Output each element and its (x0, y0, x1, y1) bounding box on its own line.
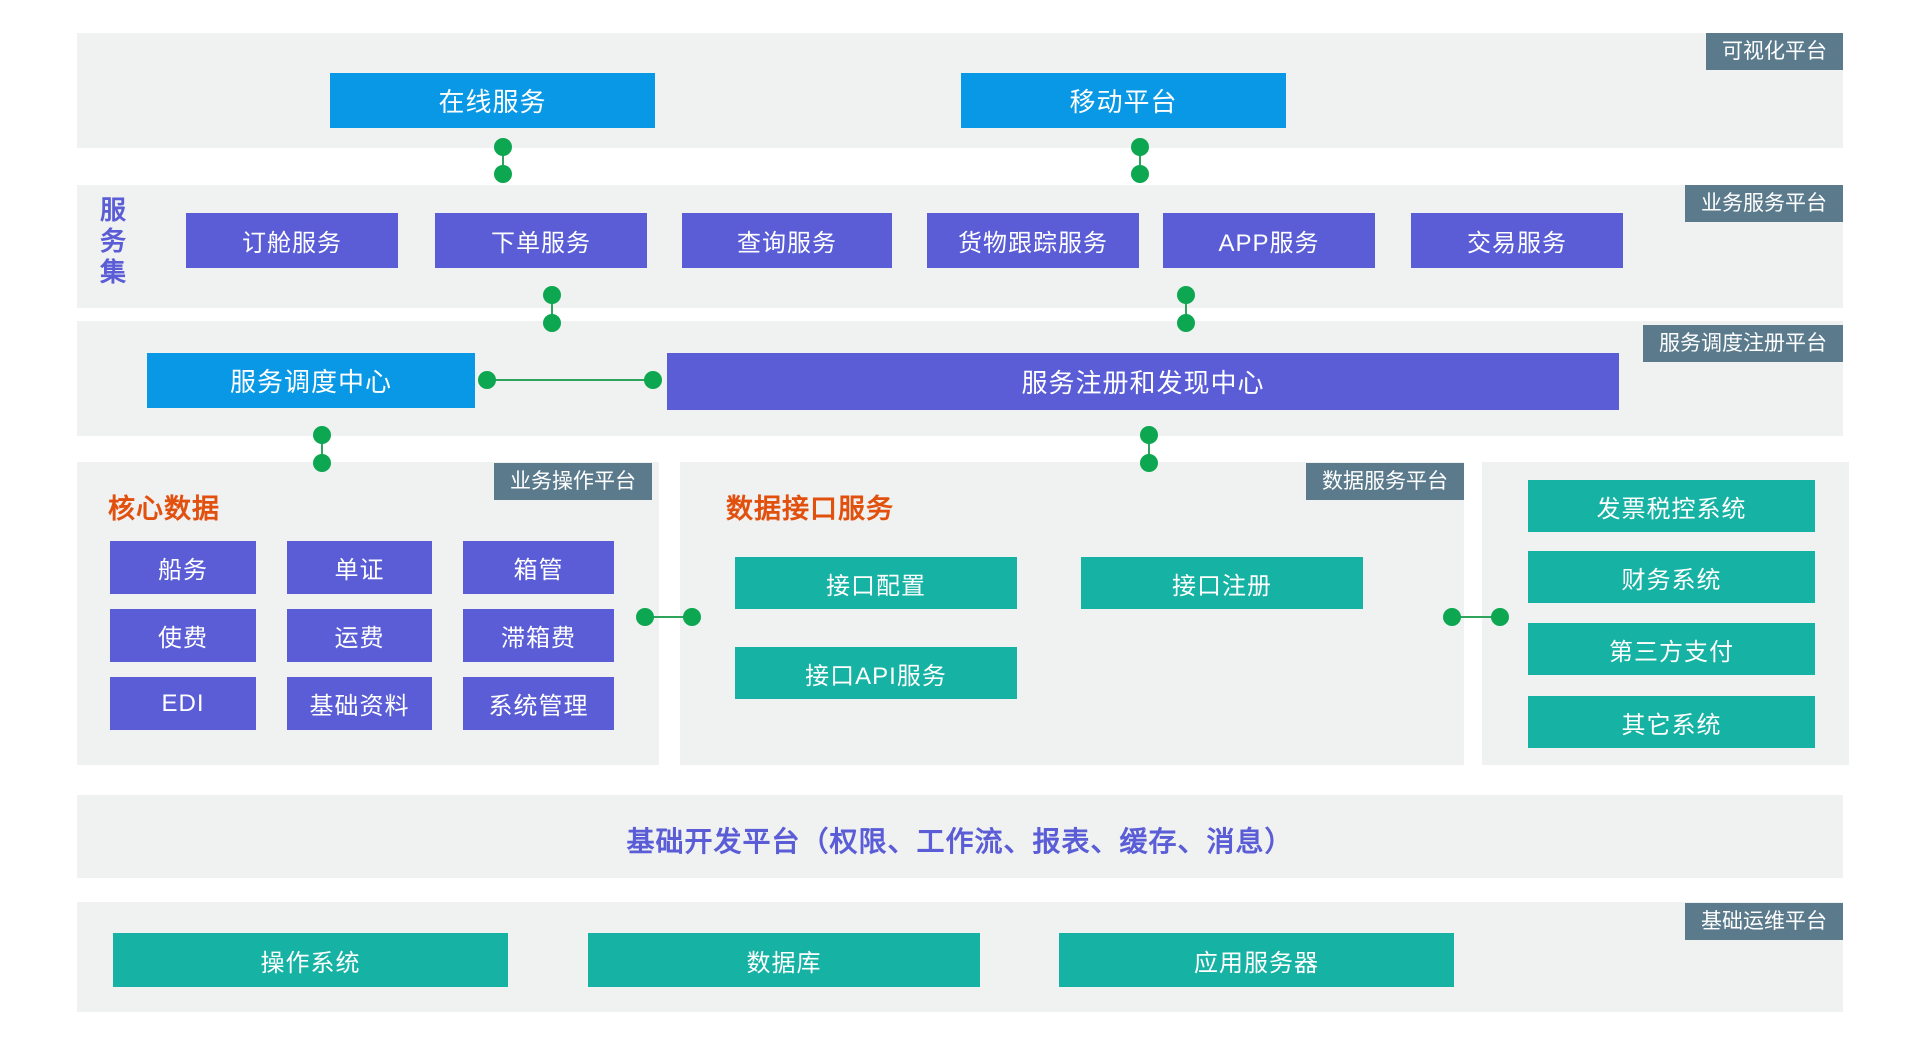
node-other-systems: 其它系统 (1528, 696, 1815, 748)
node-base-data: 基础资料 (287, 677, 432, 730)
connector-dot (313, 454, 331, 472)
node-trade-service: 交易服务 (1411, 213, 1623, 268)
section-data-service-platform: 数据服务平台 数据接口服务 (680, 462, 1464, 765)
node-query-service: 查询服务 (682, 213, 892, 268)
connector-dot (683, 608, 701, 626)
node-booking-service: 订舱服务 (186, 213, 398, 268)
badge-visualization-platform: 可视化平台 (1706, 33, 1843, 70)
section-base-development-platform: 基础开发平台（权限、工作流、报表、缓存、消息） (77, 795, 1843, 878)
node-database: 数据库 (588, 933, 980, 987)
connector-dot (1491, 608, 1509, 626)
connector-line (487, 379, 653, 381)
connector-dot (494, 165, 512, 183)
core-data-heading: 核心数据 (108, 494, 220, 524)
connector-dot (1140, 426, 1158, 444)
badge-dispatch-registry-platform: 服务调度注册平台 (1643, 325, 1843, 362)
node-interface-api-service: 接口API服务 (735, 647, 1017, 699)
connector-dot (478, 371, 496, 389)
badge-business-service-platform: 业务服务平台 (1685, 185, 1843, 222)
node-interface-config: 接口配置 (735, 557, 1017, 609)
connector-line (502, 147, 504, 174)
node-shipping: 船务 (110, 541, 256, 594)
node-application-server: 应用服务器 (1059, 933, 1454, 987)
node-mobile-platform: 移动平台 (961, 73, 1286, 128)
connector-dot (1140, 454, 1158, 472)
node-operating-system: 操作系统 (113, 933, 508, 987)
connector-line (321, 435, 323, 463)
connector-dot (543, 314, 561, 332)
connector-dot (313, 426, 331, 444)
node-app-service: APP服务 (1163, 213, 1375, 268)
node-cargo-tracking-service: 货物跟踪服务 (927, 213, 1139, 268)
node-system-management: 系统管理 (463, 677, 614, 730)
badge-data-service-platform: 数据服务平台 (1306, 463, 1464, 500)
node-freight: 运费 (287, 609, 432, 662)
node-service-registry-discovery-center: 服务注册和发现中心 (667, 353, 1619, 410)
node-interface-registry: 接口注册 (1081, 557, 1363, 609)
node-container-management: 箱管 (463, 541, 614, 594)
connector-dot (1131, 138, 1149, 156)
node-finance-system: 财务系统 (1528, 551, 1815, 603)
node-service-dispatch-center: 服务调度中心 (147, 353, 475, 408)
node-online-service: 在线服务 (330, 73, 655, 128)
connector-dot (1177, 286, 1195, 304)
connector-line (1148, 435, 1150, 463)
connector-line (1139, 147, 1141, 174)
base-development-title: 基础开发平台（权限、工作流、报表、缓存、消息） (626, 826, 1294, 857)
connector-line (1452, 616, 1500, 618)
badge-business-operation-platform: 业务操作平台 (494, 463, 652, 500)
connector-dot (1443, 608, 1461, 626)
connector-dot (494, 138, 512, 156)
connector-dot (1131, 165, 1149, 183)
data-interface-heading: 数据接口服务 (726, 494, 894, 524)
node-demurrage: 滞箱费 (463, 609, 614, 662)
connector-dot (1177, 314, 1195, 332)
connector-line (645, 616, 692, 618)
service-set-label: 服务集 (99, 195, 126, 287)
connector-dot (644, 371, 662, 389)
badge-base-operations-platform: 基础运维平台 (1685, 903, 1843, 940)
connector-dot (636, 608, 654, 626)
node-edi: EDI (110, 677, 256, 730)
node-order-service: 下单服务 (435, 213, 647, 268)
node-invoice-tax-system: 发票税控系统 (1528, 480, 1815, 532)
connector-line (551, 295, 553, 323)
connector-line (1185, 295, 1187, 323)
node-third-party-payment: 第三方支付 (1528, 623, 1815, 675)
node-documentation: 单证 (287, 541, 432, 594)
connector-dot (543, 286, 561, 304)
node-port-charges: 使费 (110, 609, 256, 662)
